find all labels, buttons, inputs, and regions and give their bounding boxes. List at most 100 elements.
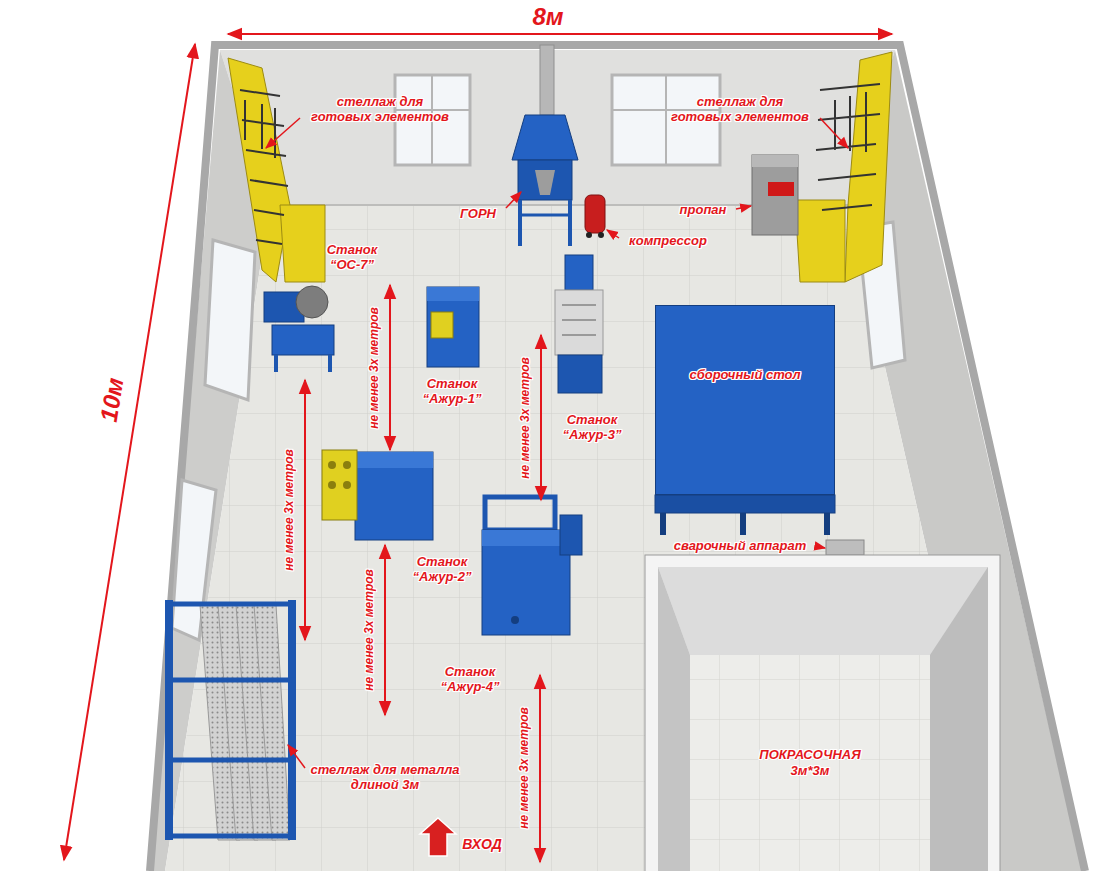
- leader-lines-part: [288, 745, 305, 768]
- metal-rack-part: [254, 605, 290, 840]
- forge-part: [520, 214, 570, 217]
- paint-room-part: [658, 567, 988, 871]
- forge-part: [518, 160, 572, 200]
- machine-azhur-3-part: [558, 355, 602, 393]
- machine-azhur-2-part: [343, 481, 351, 489]
- machine-azhur-1-part: [427, 287, 479, 301]
- rack-label: стеллаж для металла длиной 3м: [310, 763, 460, 793]
- propane-cabinet: [752, 155, 798, 235]
- assembly-table-base: [655, 495, 835, 535]
- machine-label: Станок “Ажур-4”: [428, 665, 512, 695]
- machine-azhur-3-part: [562, 305, 596, 335]
- equipment-label: компрессор: [624, 234, 712, 249]
- paint-room-part: [930, 567, 988, 871]
- leader-lines-part: [266, 118, 300, 148]
- compressor-part: [598, 232, 604, 238]
- dimension-label: 10м: [94, 368, 131, 432]
- propane-cabinet-part: [752, 155, 798, 235]
- machine-azhur-1-part: [431, 312, 453, 338]
- leader-lines-part: [736, 206, 751, 209]
- dimension-label: 8м: [518, 3, 578, 31]
- forge: [512, 45, 578, 246]
- windows-part: [205, 240, 255, 400]
- distance-label: не менее 3х метров: [519, 348, 533, 488]
- dimension-lines-part: [304, 380, 306, 640]
- machine-azhur-1: [427, 287, 479, 367]
- machine-os-7-part: [274, 355, 278, 372]
- forge-part: [540, 45, 554, 115]
- compressor-part: [585, 195, 605, 233]
- distance-label: не менее 3х метров: [518, 698, 532, 838]
- assembly-table-base-part: [660, 513, 666, 535]
- machine-azhur-2-part: [355, 452, 433, 540]
- machine-azhur-3: [555, 255, 603, 393]
- dimension-lines-part: [389, 285, 391, 450]
- finished-parts-rack-part: [795, 200, 845, 282]
- machine-azhur-4: [482, 497, 582, 635]
- machine-azhur-4-part: [560, 515, 582, 555]
- machine-os-7-part: [272, 325, 334, 355]
- entrance-label: ВХОД: [457, 836, 507, 852]
- dimension-lines: [64, 34, 892, 862]
- machine-azhur-4-part: [485, 497, 555, 530]
- distance-label: не менее 3х метров: [368, 298, 382, 438]
- dimension-lines-part: [64, 44, 195, 860]
- machine-os-7-part: [296, 286, 328, 318]
- machine-azhur-2: [322, 450, 433, 540]
- finished-parts-rack-part: [240, 90, 288, 244]
- entrance-arrow-part: [420, 818, 456, 856]
- paint-room: [645, 555, 1000, 871]
- machine-azhur-2-part: [355, 452, 433, 468]
- distance-label: не менее 3х метров: [363, 560, 377, 700]
- machine-azhur-2-part: [343, 461, 351, 469]
- rack-label: стеллаж для готовых элементов: [665, 95, 815, 125]
- finished-parts-rack-part: [280, 205, 325, 282]
- machine-azhur-1-part: [427, 287, 479, 367]
- machine-azhur-4-part: [482, 530, 570, 546]
- equipment-label: пропан: [675, 203, 731, 218]
- leader-lines-part: [506, 192, 521, 208]
- paint-room-part: [658, 567, 988, 655]
- welding-machine-part: [826, 540, 864, 555]
- paint-room-part: [645, 555, 1000, 871]
- windows-part: [665, 75, 667, 165]
- machine-azhur-4-part: [482, 530, 570, 635]
- node-label: сборочный стол: [670, 367, 820, 383]
- metal-rack: [165, 600, 296, 840]
- leader-lines-part: [607, 230, 619, 238]
- paint-room-part: [690, 655, 930, 871]
- forge-part: [568, 200, 572, 246]
- assembly-table-base-part: [740, 513, 746, 535]
- machine-azhur-2-part: [328, 481, 336, 489]
- machine-azhur-2-part: [322, 450, 357, 520]
- leader-lines-part: [815, 546, 825, 548]
- machine-azhur-4-part: [511, 616, 519, 624]
- compressor-part: [586, 232, 592, 238]
- machine-label: Станок “Ажур-1”: [410, 377, 494, 407]
- forge-part: [512, 115, 578, 160]
- finished-parts-rack-part: [816, 84, 880, 210]
- finished-parts-rack-part: [228, 58, 290, 282]
- metal-rack-part: [165, 604, 296, 836]
- finished-parts-rack: [228, 52, 892, 282]
- dimension-lines-part: [228, 33, 892, 35]
- dimension-lines-part: [384, 545, 386, 715]
- metal-rack-part: [288, 600, 296, 840]
- leader-lines-part: [820, 118, 848, 148]
- entrance-arrow: [420, 818, 456, 856]
- equipment-label: ГОРН: [454, 207, 502, 222]
- machine-os-7-part: [328, 355, 332, 372]
- distance-label: не менее 3х метров: [283, 440, 297, 580]
- machine-label: Станок “Ажур-2”: [400, 555, 484, 585]
- forge-part: [518, 200, 522, 246]
- welding-machine: [826, 540, 864, 555]
- forge-part: [535, 170, 555, 195]
- machine-label: Станок “Ажур-3”: [550, 413, 634, 443]
- machine-label: Станок “ОС-7”: [316, 243, 388, 273]
- rack-label: стеллаж для готовых элементов: [305, 95, 455, 125]
- assembly-table-base-part: [655, 495, 835, 513]
- paint-room-area: ПОКРАСОЧНАЯ 3м*3м: [690, 655, 930, 871]
- equipment-label: сварочный аппарат: [669, 539, 811, 554]
